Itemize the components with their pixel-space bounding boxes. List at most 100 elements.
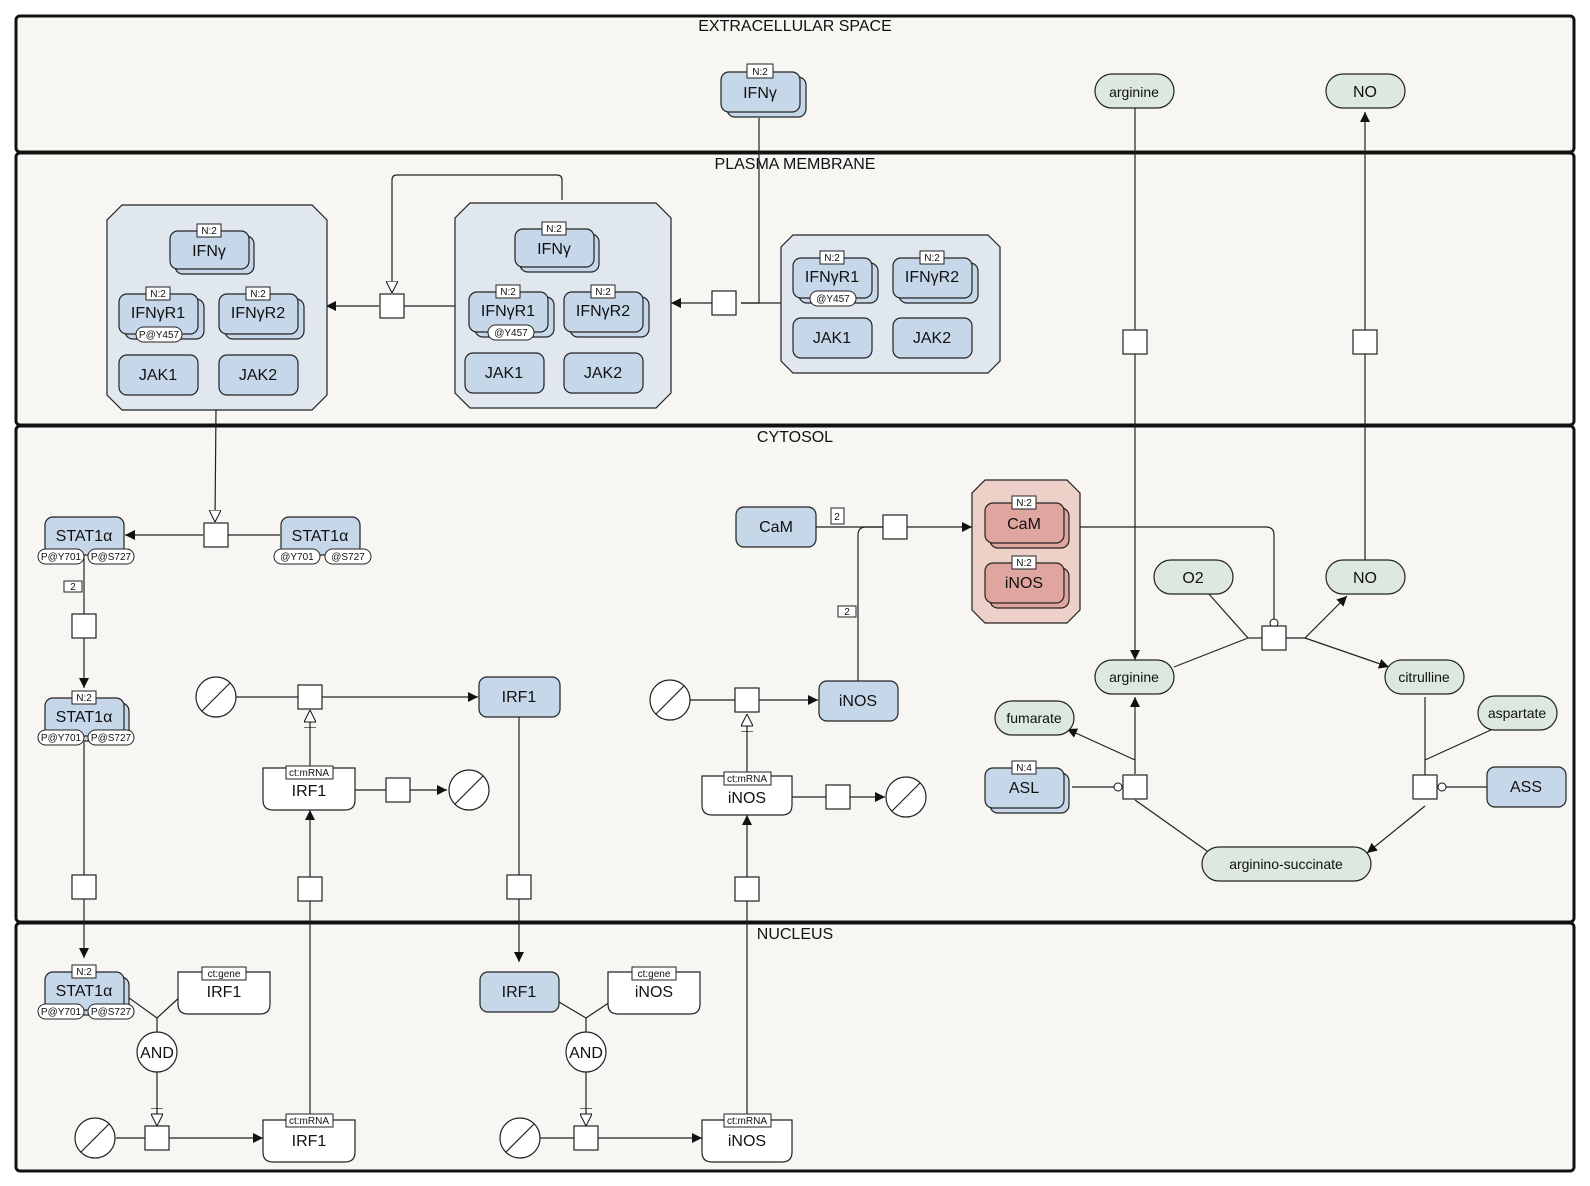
arc-phos-stim bbox=[392, 174, 563, 293]
irf1-mrna-cytosol: IRF1 ct:mRNA bbox=[262, 765, 356, 811]
sink-inos-mrna bbox=[885, 776, 927, 818]
arc-stat-stim bbox=[215, 408, 216, 522]
cam-label: CaM bbox=[759, 519, 793, 536]
c1-ifngr1-label: IFNγR1 bbox=[131, 305, 185, 322]
arginine-extracellular: arginine bbox=[1094, 73, 1175, 109]
arc-and1-a bbox=[124, 994, 158, 1019]
irf1-mrna-cyto-uoi: ct:mRNA bbox=[289, 768, 329, 779]
c3-ifngr1-label: IFNγR1 bbox=[805, 269, 859, 286]
c2-ifng-label: IFNγ bbox=[537, 241, 571, 258]
process-no-transport bbox=[1352, 329, 1378, 355]
aspartate-metabolite: aspartate bbox=[1477, 695, 1558, 731]
arc-and2-b bbox=[585, 1001, 611, 1019]
arginine-ext-label: arginine bbox=[1109, 84, 1159, 100]
stoich-inos: 2 bbox=[837, 605, 857, 618]
stoich-cam: 2 bbox=[830, 507, 845, 525]
process-stat1-dimerization bbox=[71, 613, 97, 639]
irf1-protein-nucleus: IRF1 bbox=[479, 971, 560, 1013]
c2-ifngr2-uoi: N:2 bbox=[595, 287, 611, 298]
stat1a-p-label: STAT1α bbox=[56, 528, 113, 545]
stoich-inos-label: 2 bbox=[844, 607, 850, 618]
complex-receptor-free: IFNγR1 N:2 @Y457 IFNγR2 N:2 JAK1 JAK2 bbox=[780, 234, 1001, 374]
stoich-stat: 2 bbox=[63, 580, 83, 593]
stat1a-p-state2: P@S727 bbox=[91, 552, 132, 563]
compartment-nucleus bbox=[14, 921, 1576, 1173]
stat1a-nuc-state1: P@Y701 bbox=[41, 1007, 82, 1018]
c3-ifngr2-label: IFNγR2 bbox=[905, 269, 959, 286]
irf1-mrna-cyto-label: IRF1 bbox=[292, 783, 327, 800]
stat1a-dimer-state1: P@Y701 bbox=[41, 733, 82, 744]
and-gate-inos-label: AND bbox=[569, 1045, 603, 1062]
compartment-nucleus-title: NUCLEUS bbox=[757, 926, 833, 943]
fumarate-label: fumarate bbox=[1006, 710, 1061, 726]
inos-mrna-cytosol: iNOS ct:mRNA bbox=[701, 771, 793, 816]
process-asl-reaction bbox=[1122, 774, 1148, 800]
no-metabolite-cytosol: NO bbox=[1325, 559, 1406, 595]
ifng-label: IFNγ bbox=[743, 85, 777, 102]
arc-asl-fum bbox=[1066, 728, 1136, 761]
irf1-mrna-nucleus: IRF1 ct:mRNA bbox=[262, 1113, 356, 1163]
inos-mrna-cyto-label: iNOS bbox=[728, 790, 766, 807]
c1-ifngr2-uoi: N:2 bbox=[250, 289, 266, 300]
c3-ifngr1-uoi: N:2 bbox=[824, 253, 840, 264]
c2-ifngr1-label: IFNγR1 bbox=[481, 303, 535, 320]
and-gate-irf1: AND bbox=[136, 1031, 178, 1073]
complex-receptor-phosphorylated: IFNγ N:2 IFNγR1 N:2 P@Y457 IFNγR2 N:2 JA… bbox=[106, 204, 328, 411]
c3-jak1-label: JAK1 bbox=[813, 330, 851, 347]
sink-inos-gene-source bbox=[499, 1117, 541, 1159]
process-inos-transcription bbox=[573, 1125, 599, 1151]
stat1a-state1: @Y701 bbox=[280, 552, 314, 563]
stat1a-nuc-uoi: N:2 bbox=[76, 967, 92, 978]
process-arginine-transport bbox=[1122, 329, 1148, 355]
cplx-inos-label: iNOS bbox=[1005, 575, 1043, 592]
stat1a-p-state1: P@Y701 bbox=[41, 552, 82, 563]
c1-ifngr1-uoi: N:2 bbox=[150, 289, 166, 300]
complex-receptor-bound: IFNγ N:2 IFNγR1 N:2 @Y457 IFNγR2 N:2 JAK… bbox=[454, 202, 672, 409]
sink-irf1-mrna bbox=[448, 769, 490, 811]
process-ifng-binding bbox=[711, 290, 737, 316]
process-irf1-transcription bbox=[144, 1125, 170, 1151]
cplx-cam-label: CaM bbox=[1007, 516, 1041, 533]
stat1a-unphosphorylated: STAT1α @Y701 @S727 bbox=[273, 516, 372, 565]
process-inos-mrna-degradation bbox=[825, 784, 851, 810]
inos-gene-uoi: ct:gene bbox=[638, 969, 671, 980]
c2-ifng-uoi: N:2 bbox=[546, 224, 562, 235]
stat1a-nuc-label: STAT1α bbox=[56, 983, 113, 1000]
fumarate-metabolite: fumarate bbox=[994, 700, 1075, 736]
c1-ifng-uoi: N:2 bbox=[201, 226, 217, 237]
no-extracellular: NO bbox=[1325, 73, 1406, 109]
arc-nos-cit bbox=[1304, 637, 1390, 669]
sink-irf1-gene-source bbox=[74, 1117, 116, 1159]
process-irf1-translation bbox=[297, 684, 323, 710]
c1-jak2-label: JAK2 bbox=[239, 367, 277, 384]
process-stat1-phosphorylation bbox=[203, 522, 229, 548]
c3-jak2-label: JAK2 bbox=[913, 330, 951, 347]
irf1-gene-uoi: ct:gene bbox=[208, 969, 241, 980]
stat1a-dimer-label: STAT1α bbox=[56, 709, 113, 726]
arginine-cyto-label: arginine bbox=[1109, 669, 1159, 685]
no-cyto-label: NO bbox=[1353, 570, 1377, 587]
compartment-cytosol-title: CYTOSOL bbox=[757, 429, 833, 446]
inos-protein-cytosol: iNOS bbox=[818, 680, 899, 722]
irf1-gene: IRF1 ct:gene bbox=[177, 966, 271, 1015]
arc-ass-asp bbox=[1424, 728, 1494, 761]
ifng-multimer-extracellular: IFNγ N:2 bbox=[720, 63, 807, 118]
compartment-extracellular-title: EXTRACELLULAR SPACE bbox=[698, 18, 892, 35]
asl-label: ASL bbox=[1009, 780, 1039, 797]
c2-ifngr2-label: IFNγR2 bbox=[576, 303, 630, 320]
arginino-succinate-metabolite: arginino-succinate bbox=[1201, 846, 1372, 882]
cplx-cam-uoi: N:2 bbox=[1016, 498, 1032, 509]
aspartate-label: aspartate bbox=[1488, 705, 1547, 721]
complex-cam-inos: CaM N:2 iNOS N:2 bbox=[971, 479, 1081, 624]
process-stat1-translocation bbox=[71, 874, 97, 900]
process-cam-inos-binding bbox=[882, 514, 908, 540]
irf1-protein-cytosol: IRF1 bbox=[478, 676, 561, 718]
arc-nos-arg bbox=[1173, 637, 1249, 668]
c1-jak1-label: JAK1 bbox=[139, 367, 177, 384]
arc-and2-a bbox=[558, 1001, 587, 1019]
inos-mrna-cyto-uoi: ct:mRNA bbox=[727, 774, 767, 785]
c1-ifngr1-state: P@Y457 bbox=[139, 330, 180, 341]
inos-gene: iNOS ct:gene bbox=[607, 966, 701, 1015]
c2-ifngr1-uoi: N:2 bbox=[500, 287, 516, 298]
inos-mrna-nuc-label: iNOS bbox=[728, 1133, 766, 1150]
